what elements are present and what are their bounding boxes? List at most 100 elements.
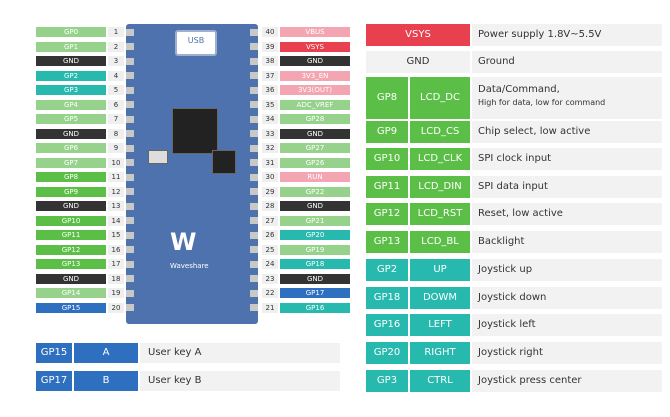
- right-pin-label: GND: [280, 273, 350, 284]
- right-pin-number: 35: [262, 99, 278, 110]
- table-function-cell: LCD_DIN: [410, 176, 470, 198]
- right-pin-label: GP17: [280, 288, 350, 298]
- left-pin-number: 11: [108, 172, 124, 182]
- right-pin-label: GP27: [280, 143, 350, 153]
- pin-pad: [126, 130, 134, 137]
- left-pin-number: 6: [108, 99, 124, 110]
- description-subtext: High for data, low for command: [478, 98, 606, 107]
- table-function-cell: LEFT: [410, 314, 470, 336]
- pin-pad: [250, 43, 258, 50]
- table-description: Reset, low active: [472, 203, 662, 225]
- table-description: Joystick down: [472, 287, 662, 309]
- right-pin-number: 23: [262, 273, 278, 284]
- right-pin-label: ADC_VREF: [280, 99, 350, 110]
- table-function-cell: LCD_DC: [410, 77, 470, 119]
- right-pin-label: GP26: [280, 157, 350, 168]
- key-name-cell: B: [74, 371, 138, 391]
- left-pin-label: GP6: [36, 143, 106, 153]
- pin-pad: [126, 260, 134, 268]
- left-pin-label: GP13: [36, 259, 106, 269]
- pin-pad: [250, 188, 258, 195]
- usb-connector: USB: [175, 30, 217, 56]
- left-pin-number: 5: [108, 85, 124, 95]
- table-gpio-cell: GP10: [366, 148, 408, 170]
- table-gpio-cell: GP11: [366, 176, 408, 198]
- table-gpio-cell: GP12: [366, 203, 408, 225]
- left-pin-label: GND: [36, 273, 106, 284]
- pin-pad: [126, 304, 134, 311]
- right-pin-label: GP28: [280, 114, 350, 124]
- description-text: Data/Command,: [478, 84, 560, 95]
- table-gpio-cell: GP13: [366, 231, 408, 253]
- brand-text: Waveshare: [170, 262, 209, 270]
- table-description: SPI clock input: [472, 148, 662, 170]
- table-function-cell: LCD_CS: [410, 121, 470, 143]
- right-pin-number: 25: [262, 244, 278, 255]
- right-pin-label: GND: [280, 128, 350, 139]
- left-pin-label: GP2: [36, 70, 106, 81]
- left-pin-label: GP4: [36, 99, 106, 110]
- pin-pad: [250, 101, 258, 108]
- pin-pad: [126, 28, 134, 36]
- pico-board: [126, 24, 258, 324]
- left-pin-number: 3: [108, 56, 124, 66]
- rp2040-chip: [172, 108, 218, 154]
- pin-pad: [126, 188, 134, 195]
- pin-pad: [126, 173, 134, 181]
- table-description: Joystick right: [472, 342, 662, 364]
- right-pin-number: 39: [262, 41, 278, 52]
- table-gpio-cell: GP2: [366, 259, 408, 281]
- right-pin-label: GP21: [280, 215, 350, 226]
- right-pin-number: 32: [262, 143, 278, 153]
- table-description: Joystick press center: [472, 370, 662, 392]
- left-pin-number: 20: [108, 302, 124, 313]
- description-text: SPI clock input: [478, 153, 552, 164]
- left-pin-label: GP1: [36, 41, 106, 52]
- description-text: Joystick down: [478, 292, 547, 303]
- left-pin-number: 13: [108, 201, 124, 211]
- right-pin-label: GND: [280, 56, 350, 66]
- left-pin-label: GND: [36, 128, 106, 139]
- left-pin-label: GND: [36, 201, 106, 211]
- right-pin-label: GP18: [280, 259, 350, 269]
- table-description: Power supply 1.8V~5.5V: [472, 24, 662, 46]
- left-pin-number: 8: [108, 128, 124, 139]
- left-pin-number: 16: [108, 244, 124, 255]
- left-pin-number: 14: [108, 215, 124, 226]
- right-pin-number: 40: [262, 27, 278, 37]
- left-pin-number: 4: [108, 70, 124, 81]
- pin-pad: [250, 130, 258, 137]
- right-pin-number: 24: [262, 259, 278, 269]
- table-function-cell: UP: [410, 259, 470, 281]
- left-pin-number: 2: [108, 41, 124, 52]
- table-pin-cell: GND: [366, 51, 470, 73]
- table-function-cell: RIGHT: [410, 342, 470, 364]
- pin-pad: [250, 246, 258, 253]
- pin-pad: [250, 275, 258, 282]
- pin-pad: [250, 159, 258, 166]
- table-description: Joystick left: [472, 314, 662, 336]
- right-pin-number: 29: [262, 186, 278, 197]
- description-text: Ground: [478, 56, 515, 67]
- table-function-cell: CTRL: [410, 370, 470, 392]
- pin-pad: [250, 57, 258, 65]
- table-gpio-cell: GP18: [366, 287, 408, 309]
- description-text: Joystick press center: [478, 375, 582, 386]
- right-pin-label: 3V3(OUT): [280, 85, 350, 95]
- left-pin-label: GND: [36, 56, 106, 66]
- pin-pad: [250, 173, 258, 181]
- pin-pad: [250, 115, 258, 123]
- right-pin-number: 31: [262, 157, 278, 168]
- left-pin-label: GP11: [36, 230, 106, 240]
- description-text: Backlight: [478, 236, 525, 247]
- description-text: Joystick up: [478, 264, 533, 275]
- table-description: Backlight: [472, 231, 662, 253]
- key-name-cell: A: [74, 343, 138, 363]
- table-function-cell: LCD_RST: [410, 203, 470, 225]
- description-text: Joystick left: [478, 319, 536, 330]
- pin-pad: [126, 115, 134, 123]
- pin-pad: [126, 202, 134, 210]
- left-pin-label: GP15: [36, 302, 106, 313]
- left-pin-number: 7: [108, 114, 124, 124]
- pin-pad: [250, 289, 258, 297]
